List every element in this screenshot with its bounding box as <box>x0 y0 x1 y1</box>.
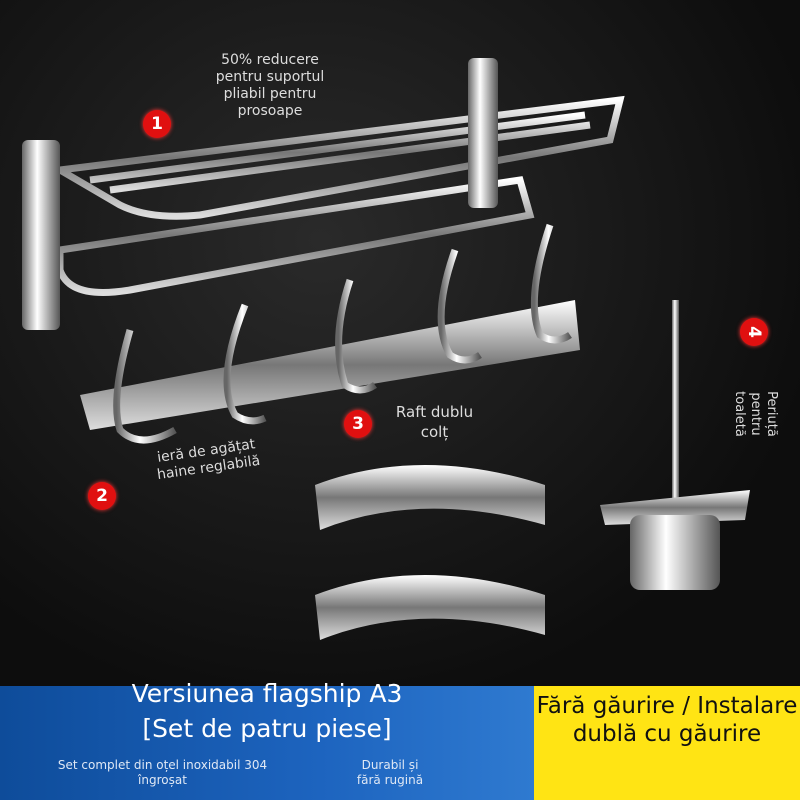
yellow-banner: Fără găurire / Instalare dublă cu găurir… <box>534 686 800 800</box>
feature-steel: Set complet din oțel inoxidabil 304 îngr… <box>57 758 268 787</box>
towel-rack <box>22 58 625 330</box>
banner-title-line2: [Set de patru piese] <box>142 714 392 743</box>
item1-label: 50% reducere pentru suportul pliabil pen… <box>215 52 325 119</box>
item3-badge: 3 <box>344 410 372 438</box>
item4-label: Periuță pentru toaletă <box>732 391 779 437</box>
product-image <box>0 0 800 686</box>
coat-hook <box>80 223 580 444</box>
item1-badge: 1 <box>143 110 171 138</box>
toilet-brush <box>600 300 750 590</box>
item4-badge: 4 <box>740 318 768 346</box>
corner-shelves <box>315 465 545 640</box>
banner-title-line1: Versiunea flagship A3 <box>131 679 403 708</box>
product-illustration <box>22 58 750 640</box>
feature-durable: Durabil și fără rugină <box>356 758 424 787</box>
item3-label: Raft dublu colț <box>395 403 474 441</box>
blue-banner: Versiunea flagship A3 [Set de patru pies… <box>0 679 534 800</box>
item2-badge: 2 <box>88 482 116 510</box>
